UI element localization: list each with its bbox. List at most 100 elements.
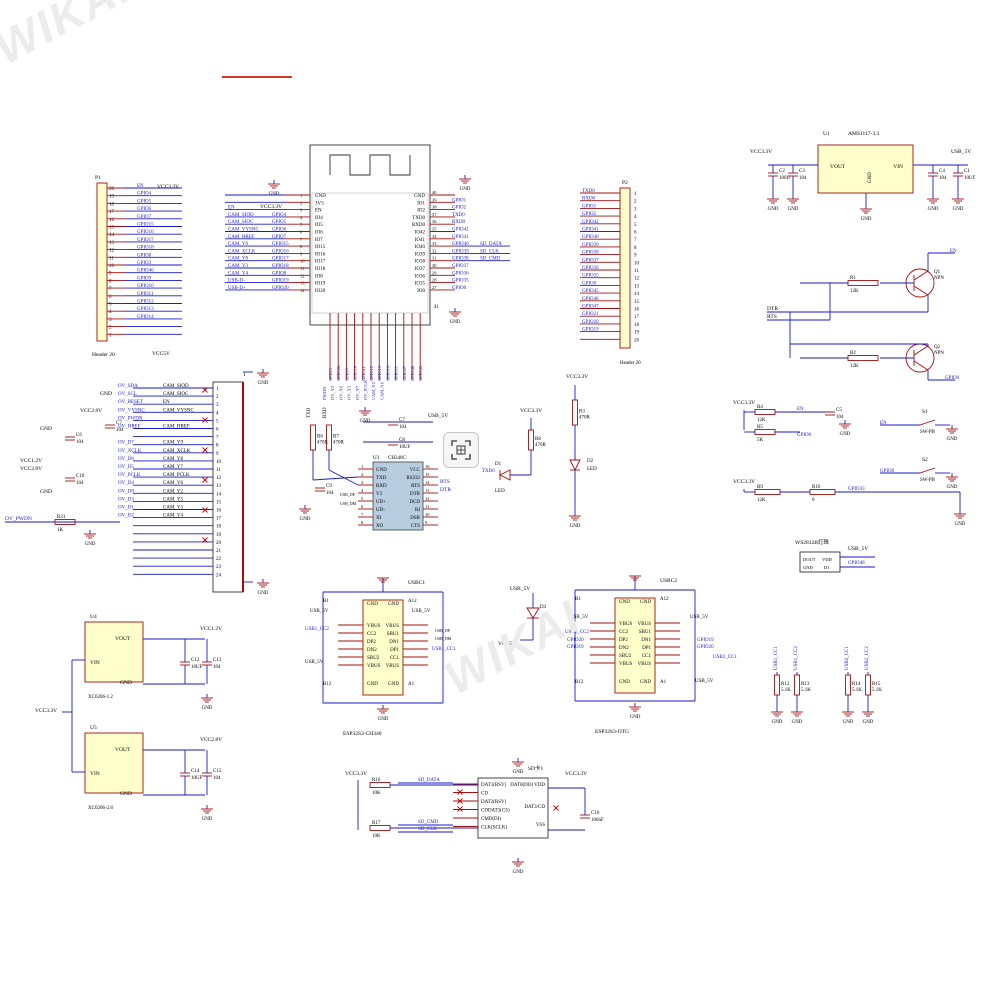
fpc-cam: CAM_SIOC [163, 392, 189, 397]
cap-value: 104 [213, 665, 221, 670]
ch-left-pin: GND [376, 468, 387, 473]
wire [202, 537, 208, 543]
cap-value: 10UF [191, 776, 203, 781]
fpc-cam: EN [163, 400, 170, 405]
sd-pin-right: VSS [536, 823, 545, 828]
resistor-value: 5.1K [781, 688, 791, 693]
led-vcc: VCC3.3V [520, 408, 542, 414]
usbc2-usb: USB_5V [570, 615, 589, 620]
gnd-label: GND [300, 517, 311, 522]
gnd-label: GND [768, 207, 779, 212]
usbc1-usb: USB_5V [310, 609, 329, 614]
esp-left-net: CAM_VYSNC [228, 228, 260, 233]
p2-pin: 2 [634, 200, 637, 205]
esp-left-num: 3 [300, 208, 303, 213]
fpc-connector [212, 381, 244, 593]
usbc1-gnd: GND [388, 602, 399, 607]
cap-ref: C14 [191, 769, 200, 774]
wire [457, 789, 463, 795]
resistor-value: 5K [757, 438, 764, 443]
gnd-label: GND [460, 187, 471, 192]
wire [913, 285, 929, 296]
esp-left-gpio: GPIO16 [272, 249, 289, 254]
led-d2 [569, 459, 581, 472]
fpc-net: OV_XCLK [118, 449, 142, 454]
fpc-pin: 22 [216, 557, 222, 562]
cap-value: 100U [779, 176, 791, 181]
gnd-label: GND [570, 524, 581, 529]
ch-left-pin: TXD [376, 476, 387, 481]
p1-pin: 5 [109, 303, 112, 308]
ws-vdd: VDD [822, 557, 832, 562]
p1-net: GPIO13 [137, 307, 154, 312]
esp-right-pin: GND [414, 194, 425, 199]
p2-net: GPIO36 [582, 266, 599, 271]
cap-value: 104 [76, 481, 84, 486]
p1-pin: 19 [109, 195, 115, 200]
esp-right-num: 33 [432, 241, 437, 246]
fpc-pin: 12 [216, 476, 222, 481]
fpc-pin: 24 [216, 573, 222, 578]
fpc-pin: 23 [216, 565, 222, 570]
esp-right-pin: IO40 [415, 245, 426, 250]
esp-left-num: 10 [300, 259, 305, 264]
esp-left-gpio: GPIO18 [272, 264, 289, 269]
sd-pin: CMD(DI) [481, 817, 501, 822]
ch-right-pin: DSR [410, 516, 420, 521]
resistor-ref: R15 [872, 682, 881, 687]
esp-vcc: VCC3.3V [260, 204, 282, 210]
fpc-cam: CAM_VYSNC [163, 408, 195, 413]
esp-left-num: 1 [300, 193, 302, 198]
usbc1-ref: USBC1 [408, 580, 425, 586]
usbc2-right-pin: SBU1 [639, 630, 652, 635]
led-txd0: TXD0 [482, 469, 495, 474]
esp-right-pin: IO35 [415, 282, 426, 287]
sd-pin: DAT2(RSV) [481, 800, 507, 805]
esp-bottom-gpio: GPIO10 [353, 365, 358, 381]
wire [919, 467, 936, 474]
p2-pin: 20 [634, 338, 640, 343]
resistor [754, 409, 776, 415]
p1-net: GPIO5 [137, 199, 152, 204]
resistor-value: 12K [757, 418, 766, 423]
selection-underline [222, 76, 292, 78]
esp-right-num: 30 [432, 263, 437, 268]
resistor-ref: R17 [372, 821, 381, 826]
fpc-vcc28b: VCC2.8V [20, 466, 42, 472]
wire [328, 469, 359, 486]
cap-value: 10UF [399, 445, 411, 450]
p2-net: GPIO40 [582, 235, 599, 240]
ch-left-num: 2 [361, 472, 363, 477]
fpc-top: 1 [243, 372, 246, 378]
cap-ref: C8 [399, 438, 405, 443]
u5-ldo [84, 732, 144, 794]
resistor [369, 782, 391, 788]
ch-right-num: 16 [425, 464, 430, 469]
sd-card [477, 777, 549, 839]
ch-left-num: 5 [361, 496, 364, 501]
fpc-net: OV_D2 [118, 514, 134, 519]
p1-pin: 11 [109, 256, 114, 261]
ws2812b [799, 551, 841, 573]
p1-pin: 1 [109, 333, 112, 338]
cap-ref: C16 [591, 811, 600, 816]
p1-net: GPIO7 [137, 215, 152, 220]
gnd-label: GND [861, 217, 872, 222]
p2-net: RXD0 [582, 197, 596, 202]
ams-usb: USB_5V [951, 149, 971, 155]
esp-right-num: 38 [432, 205, 437, 210]
usbc2-bot-r: A1 [660, 680, 667, 685]
usbc1-top-r: A12 [408, 599, 417, 604]
sd-net: SD_CLK [418, 827, 437, 832]
esp-left-num: 12 [300, 273, 305, 278]
usbc2-left-pin: SBU2 [619, 654, 632, 659]
esp-left-num: 7 [300, 237, 303, 242]
ams-vcc: VCC3.3V [750, 149, 772, 155]
resistor [754, 429, 776, 435]
esp-right-pin: IO41 [415, 238, 426, 243]
screenshot-scan-button[interactable] [443, 432, 479, 468]
resistor-ref: R12 [781, 682, 790, 687]
esp-left-gpio: GPIO8 [272, 271, 287, 276]
p1-net: GPIO14 [137, 315, 154, 320]
u4-gnd: GND [120, 680, 132, 686]
